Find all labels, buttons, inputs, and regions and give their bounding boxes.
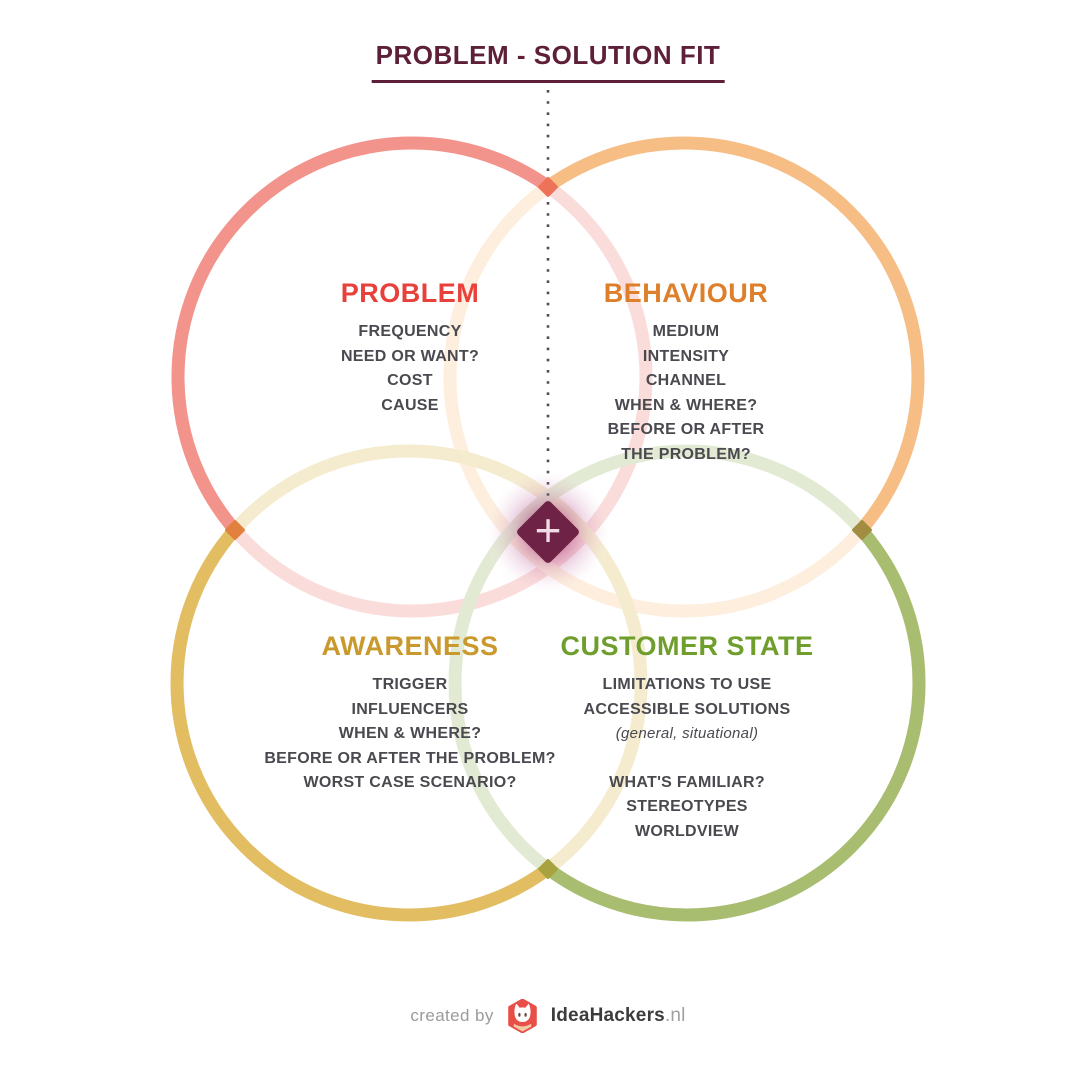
customer-state-item: LIMITATIONS TO USE: [602, 676, 772, 693]
intersection-diamond-left: [225, 520, 245, 540]
awareness-item: BEFORE OR AFTER THE PROBLEM?: [264, 749, 556, 767]
behaviour-item: CHANNEL: [645, 372, 727, 389]
page-title: PROBLEM - SOLUTION FIT: [371, 40, 725, 83]
intersection-diamond-top: [538, 177, 558, 197]
behaviour-item: WHEN & WHERE?: [614, 396, 758, 414]
behaviour-item: INTENSITY: [642, 347, 730, 365]
behaviour-item: BEFORE OR AFTER: [607, 421, 765, 438]
customer-state-item: WORLDVIEW: [634, 822, 740, 840]
ideahackers-logo-icon: [507, 999, 537, 1033]
behaviour-heading: BEHAVIOUR: [603, 278, 769, 308]
created-by-label: created by: [410, 1006, 494, 1025]
behaviour-item: THE PROBLEM?: [621, 445, 751, 463]
intersection-diamond-right: [852, 520, 872, 540]
center-plus-symbol: +: [534, 504, 562, 557]
customer-state-item-note: (general, situational): [615, 725, 759, 742]
problem-item: COST: [387, 372, 433, 389]
customer-state-item: ACCESSIBLE SOLUTIONS: [583, 700, 791, 718]
behaviour-circle: [443, 136, 925, 618]
problem-section: PROBLEM FREQUENCY NEED OR WANT? COST CAU…: [250, 278, 570, 418]
brand-suffix: .nl: [664, 1005, 686, 1026]
customer-state-circle: [448, 444, 926, 922]
problem-item: FREQUENCY: [358, 323, 462, 340]
awareness-item: TRIGGER: [372, 676, 448, 693]
behaviour-item: MEDIUM: [652, 323, 720, 340]
awareness-circle: [170, 444, 648, 922]
customer-state-heading: CUSTOMER STATE: [560, 631, 814, 661]
brand-main: IdeaHackers: [550, 1005, 665, 1026]
awareness-item: INFLUENCERS: [351, 700, 469, 718]
awareness-heading: AWARENESS: [321, 631, 499, 661]
customer-state-item: WHAT'S FAMILIAR?: [609, 773, 765, 791]
problem-circle: [171, 136, 653, 618]
customer-state-item: STEREOTYPES: [626, 798, 748, 815]
problem-item: CAUSE: [381, 396, 439, 414]
behaviour-section: BEHAVIOUR MEDIUM INTENSITY CHANNEL WHEN …: [526, 278, 846, 467]
awareness-section: AWARENESS TRIGGER INFLUENCERS WHEN & WHE…: [210, 631, 610, 796]
footer-credit: created by IdeaHackers.nl: [0, 994, 1080, 1038]
customer-state-section: CUSTOMER STATE LIMITATIONS TO USE ACCESS…: [490, 631, 884, 844]
awareness-item: WHEN & WHERE?: [338, 725, 482, 742]
intersection-diamond-bottom: [538, 859, 558, 879]
awareness-item: WORST CASE SCENARIO?: [303, 774, 517, 791]
brand-name: IdeaHackers.nl: [551, 1005, 686, 1027]
problem-heading: PROBLEM: [340, 278, 480, 308]
problem-item: NEED OR WANT?: [340, 347, 480, 365]
center-diamond: [517, 501, 579, 563]
